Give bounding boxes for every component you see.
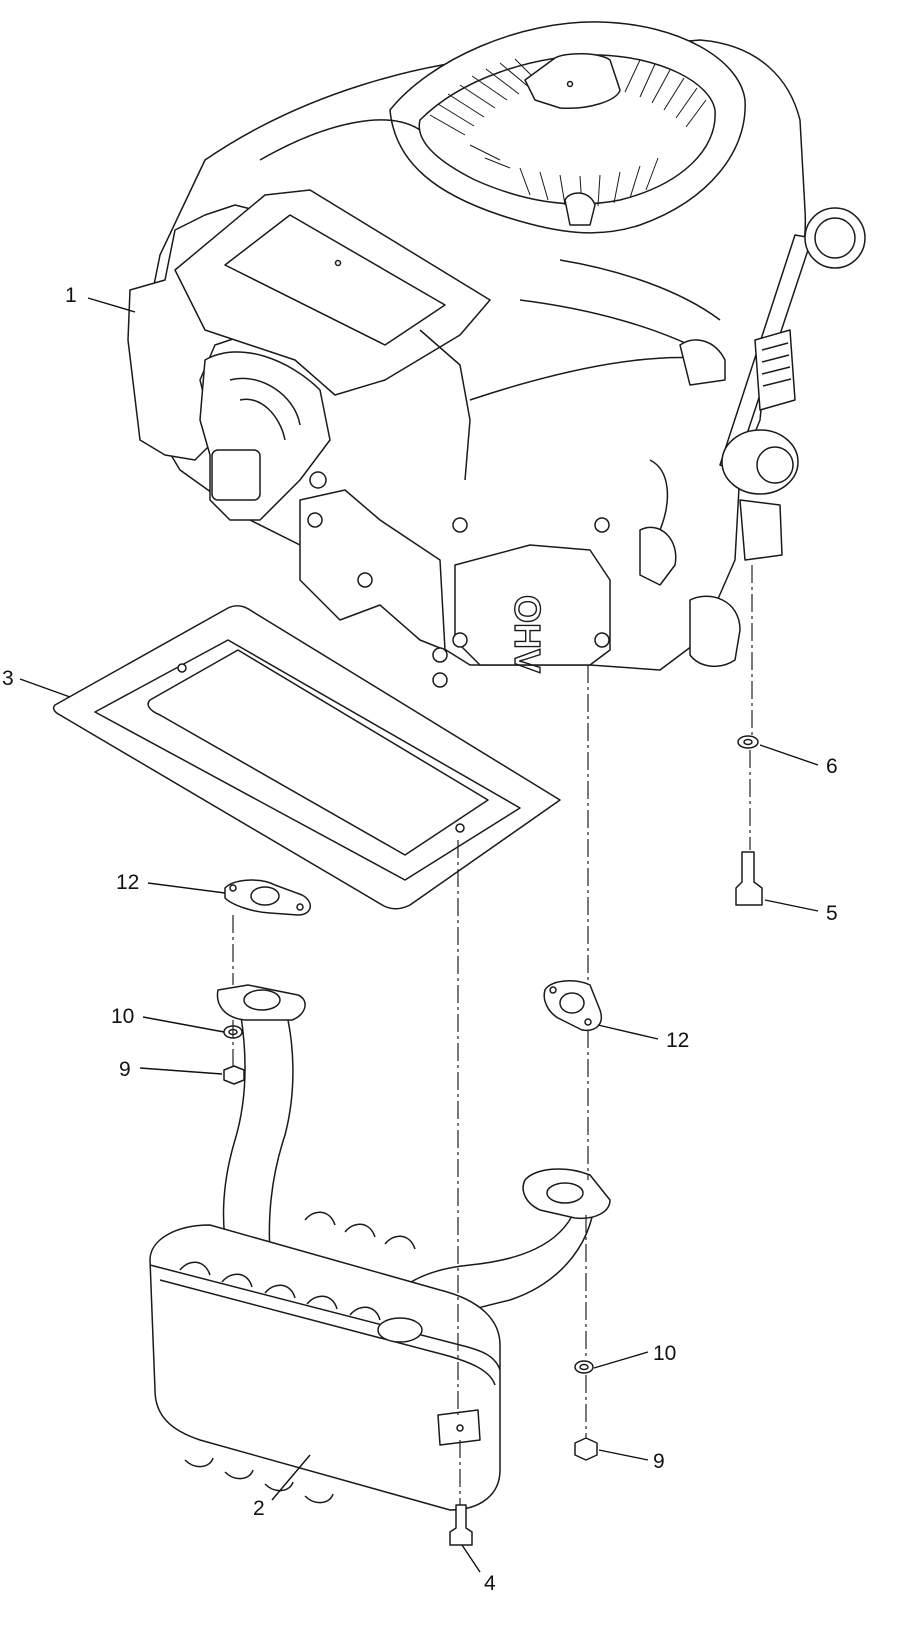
callout-2: 2 bbox=[253, 1497, 265, 1520]
nut-left bbox=[223, 1065, 245, 1085]
muffler-assembly bbox=[149, 984, 611, 1511]
callout-3: 3 bbox=[2, 667, 14, 690]
assembly-center-lines bbox=[232, 565, 753, 1505]
callout-6: 6 bbox=[826, 755, 838, 778]
ohv-marking: OHV bbox=[507, 595, 548, 673]
callout-1: 1 bbox=[65, 284, 77, 307]
exhaust-gasket-right bbox=[543, 980, 602, 1032]
callout-9-right: 9 bbox=[653, 1450, 665, 1473]
callout-5: 5 bbox=[826, 902, 838, 925]
washer-6 bbox=[737, 735, 759, 749]
callout-labels: 1 3 6 5 12 12 10 9 10 9 2 4 bbox=[2, 284, 838, 1595]
fan-grill-ribs bbox=[429, 58, 707, 208]
nut-right bbox=[574, 1437, 598, 1461]
callout-10-left: 10 bbox=[111, 1005, 134, 1028]
callout-9-left: 9 bbox=[119, 1058, 131, 1081]
callout-4: 4 bbox=[484, 1572, 496, 1595]
callout-10-right: 10 bbox=[653, 1342, 676, 1365]
muffler-ribs bbox=[179, 1211, 416, 1504]
bolt-4 bbox=[449, 1504, 473, 1546]
callout-12-right: 12 bbox=[666, 1029, 689, 1052]
washer-right bbox=[574, 1360, 594, 1374]
engine-assembly: OHV bbox=[127, 21, 866, 688]
heat-shield bbox=[52, 605, 561, 910]
bolt-5 bbox=[735, 851, 763, 906]
leader-lines bbox=[19, 297, 819, 1573]
callout-12-left: 12 bbox=[116, 871, 139, 894]
exhaust-gasket-left bbox=[224, 879, 311, 916]
